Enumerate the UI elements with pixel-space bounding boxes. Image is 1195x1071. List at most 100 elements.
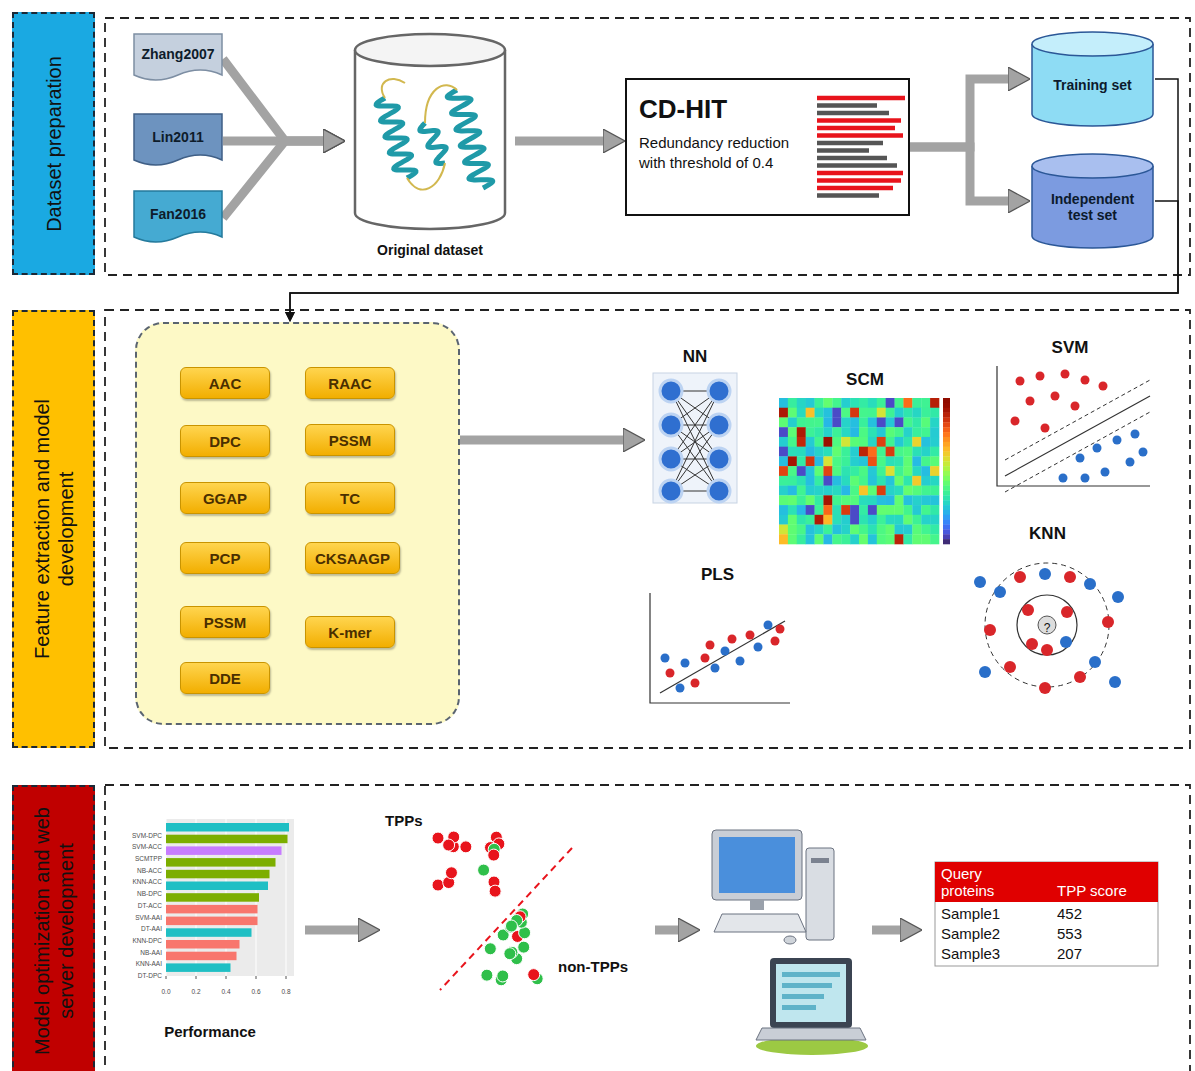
label-holder: 0.8 xyxy=(276,980,296,998)
label-holder: Sample1 xyxy=(941,905,1041,923)
performance-bar xyxy=(166,928,252,937)
cluster-bar xyxy=(817,186,893,191)
heatmap-cell xyxy=(886,476,895,486)
class-dot xyxy=(1004,661,1016,673)
node-illustration xyxy=(345,28,515,258)
heatmap-cell xyxy=(832,505,841,515)
heatmap-cell xyxy=(859,486,868,496)
heatmap-cell xyxy=(912,486,921,496)
heatmap-cell xyxy=(877,534,886,544)
heatmap-cell xyxy=(797,437,806,447)
heatmap-cell xyxy=(823,417,832,427)
heatmap-cell xyxy=(912,417,921,427)
heatmap-cell xyxy=(850,447,859,457)
section-band: Dataset preparation xyxy=(12,12,95,275)
heatmap-cell xyxy=(797,515,806,525)
sample-dot xyxy=(505,920,517,932)
performance-bar xyxy=(166,963,231,972)
neuron xyxy=(660,380,682,402)
screen-line xyxy=(782,983,832,988)
class-dot xyxy=(984,624,996,636)
heatmap-cell xyxy=(823,398,832,408)
heatmap-cell xyxy=(895,447,904,457)
heatmap-cell xyxy=(921,427,930,437)
heatmap-cell xyxy=(886,505,895,515)
label-holder: 0.6 xyxy=(246,980,266,998)
label-holder: TPP score xyxy=(1057,882,1152,900)
performance-bar xyxy=(166,905,258,914)
node-illustration xyxy=(775,368,955,548)
heatmap-cell xyxy=(832,456,841,466)
heatmap-cell xyxy=(850,515,859,525)
cluster-bar xyxy=(817,133,903,138)
performance-bar xyxy=(166,882,268,891)
heatmap-cell xyxy=(868,417,877,427)
class-dot xyxy=(1060,636,1072,648)
model-name: PLS xyxy=(640,563,795,585)
heatmap-cell xyxy=(921,408,930,418)
bar-name: KNN-AAI xyxy=(136,961,162,968)
heatmap-cell xyxy=(788,417,797,427)
axis-tick xyxy=(256,976,257,979)
node-text: Zhang2007 xyxy=(141,46,214,62)
class-dot xyxy=(1051,392,1060,401)
source-document: Fan2016 xyxy=(133,190,223,247)
heatmap-cell xyxy=(832,408,841,418)
heatmap-cell xyxy=(788,456,797,466)
heatmap-cell xyxy=(779,408,788,418)
heatmap-cell xyxy=(859,437,868,447)
class-dot xyxy=(1026,397,1035,406)
heatmap-cell xyxy=(823,515,832,525)
laptop-icon xyxy=(756,958,868,1055)
heatmap-cell xyxy=(868,515,877,525)
heatmap-cell xyxy=(823,427,832,437)
band-label-holder: Model optimization and web server develo… xyxy=(30,801,78,1061)
heatmap-cell xyxy=(912,456,921,466)
bar-name: SVM-AAI xyxy=(135,915,162,922)
sample-dot xyxy=(445,867,457,879)
classification-plot: TPPsnon-TPPs xyxy=(380,812,645,997)
cluster-bar xyxy=(817,171,903,176)
heatmap-cell xyxy=(797,495,806,505)
class-dot xyxy=(1014,571,1026,583)
section-title: Dataset preparation xyxy=(43,56,65,232)
heatmap-cell xyxy=(841,447,850,457)
label-holder: 0.0 xyxy=(156,980,176,998)
class-dot xyxy=(1102,616,1114,628)
heatmap-cell xyxy=(877,495,886,505)
node-text: PSSM xyxy=(204,614,247,631)
query-mark: ? xyxy=(1044,622,1051,636)
bar-name: KNN-DPC xyxy=(132,938,162,945)
node-text: AAC xyxy=(209,375,242,392)
class-dot xyxy=(728,635,737,644)
heatmap-cell xyxy=(823,447,832,457)
computer-icon xyxy=(712,830,834,944)
neuron xyxy=(708,380,730,402)
neuron xyxy=(660,414,682,436)
colorbar-step xyxy=(943,437,950,442)
heatmap-cell xyxy=(895,486,904,496)
heatmap-cell xyxy=(921,398,930,408)
heatmap-cell xyxy=(877,486,886,496)
label-holder: Sample3 xyxy=(941,945,1041,963)
neuron xyxy=(708,414,730,436)
node-text: CKSAAGP xyxy=(315,550,390,567)
heatmap-cell xyxy=(806,456,815,466)
heatmap-cell xyxy=(815,447,824,457)
performance-bar xyxy=(166,870,270,879)
sample-dot xyxy=(481,969,493,981)
heatmap-cell xyxy=(806,398,815,408)
heatmap-cell xyxy=(841,525,850,535)
heatmap-cell xyxy=(895,505,904,515)
performance-bar xyxy=(166,846,282,855)
separating-line xyxy=(1005,396,1150,476)
heatmap-cell xyxy=(886,398,895,408)
class-dot xyxy=(1039,682,1051,694)
heatmap-cell xyxy=(850,525,859,535)
class-dot xyxy=(1064,571,1076,583)
bar-name: SVM-DPC xyxy=(132,833,162,840)
axis-tick-label: 0.4 xyxy=(221,989,230,996)
heatmap-cell xyxy=(841,534,850,544)
cylinder-top xyxy=(355,34,505,66)
